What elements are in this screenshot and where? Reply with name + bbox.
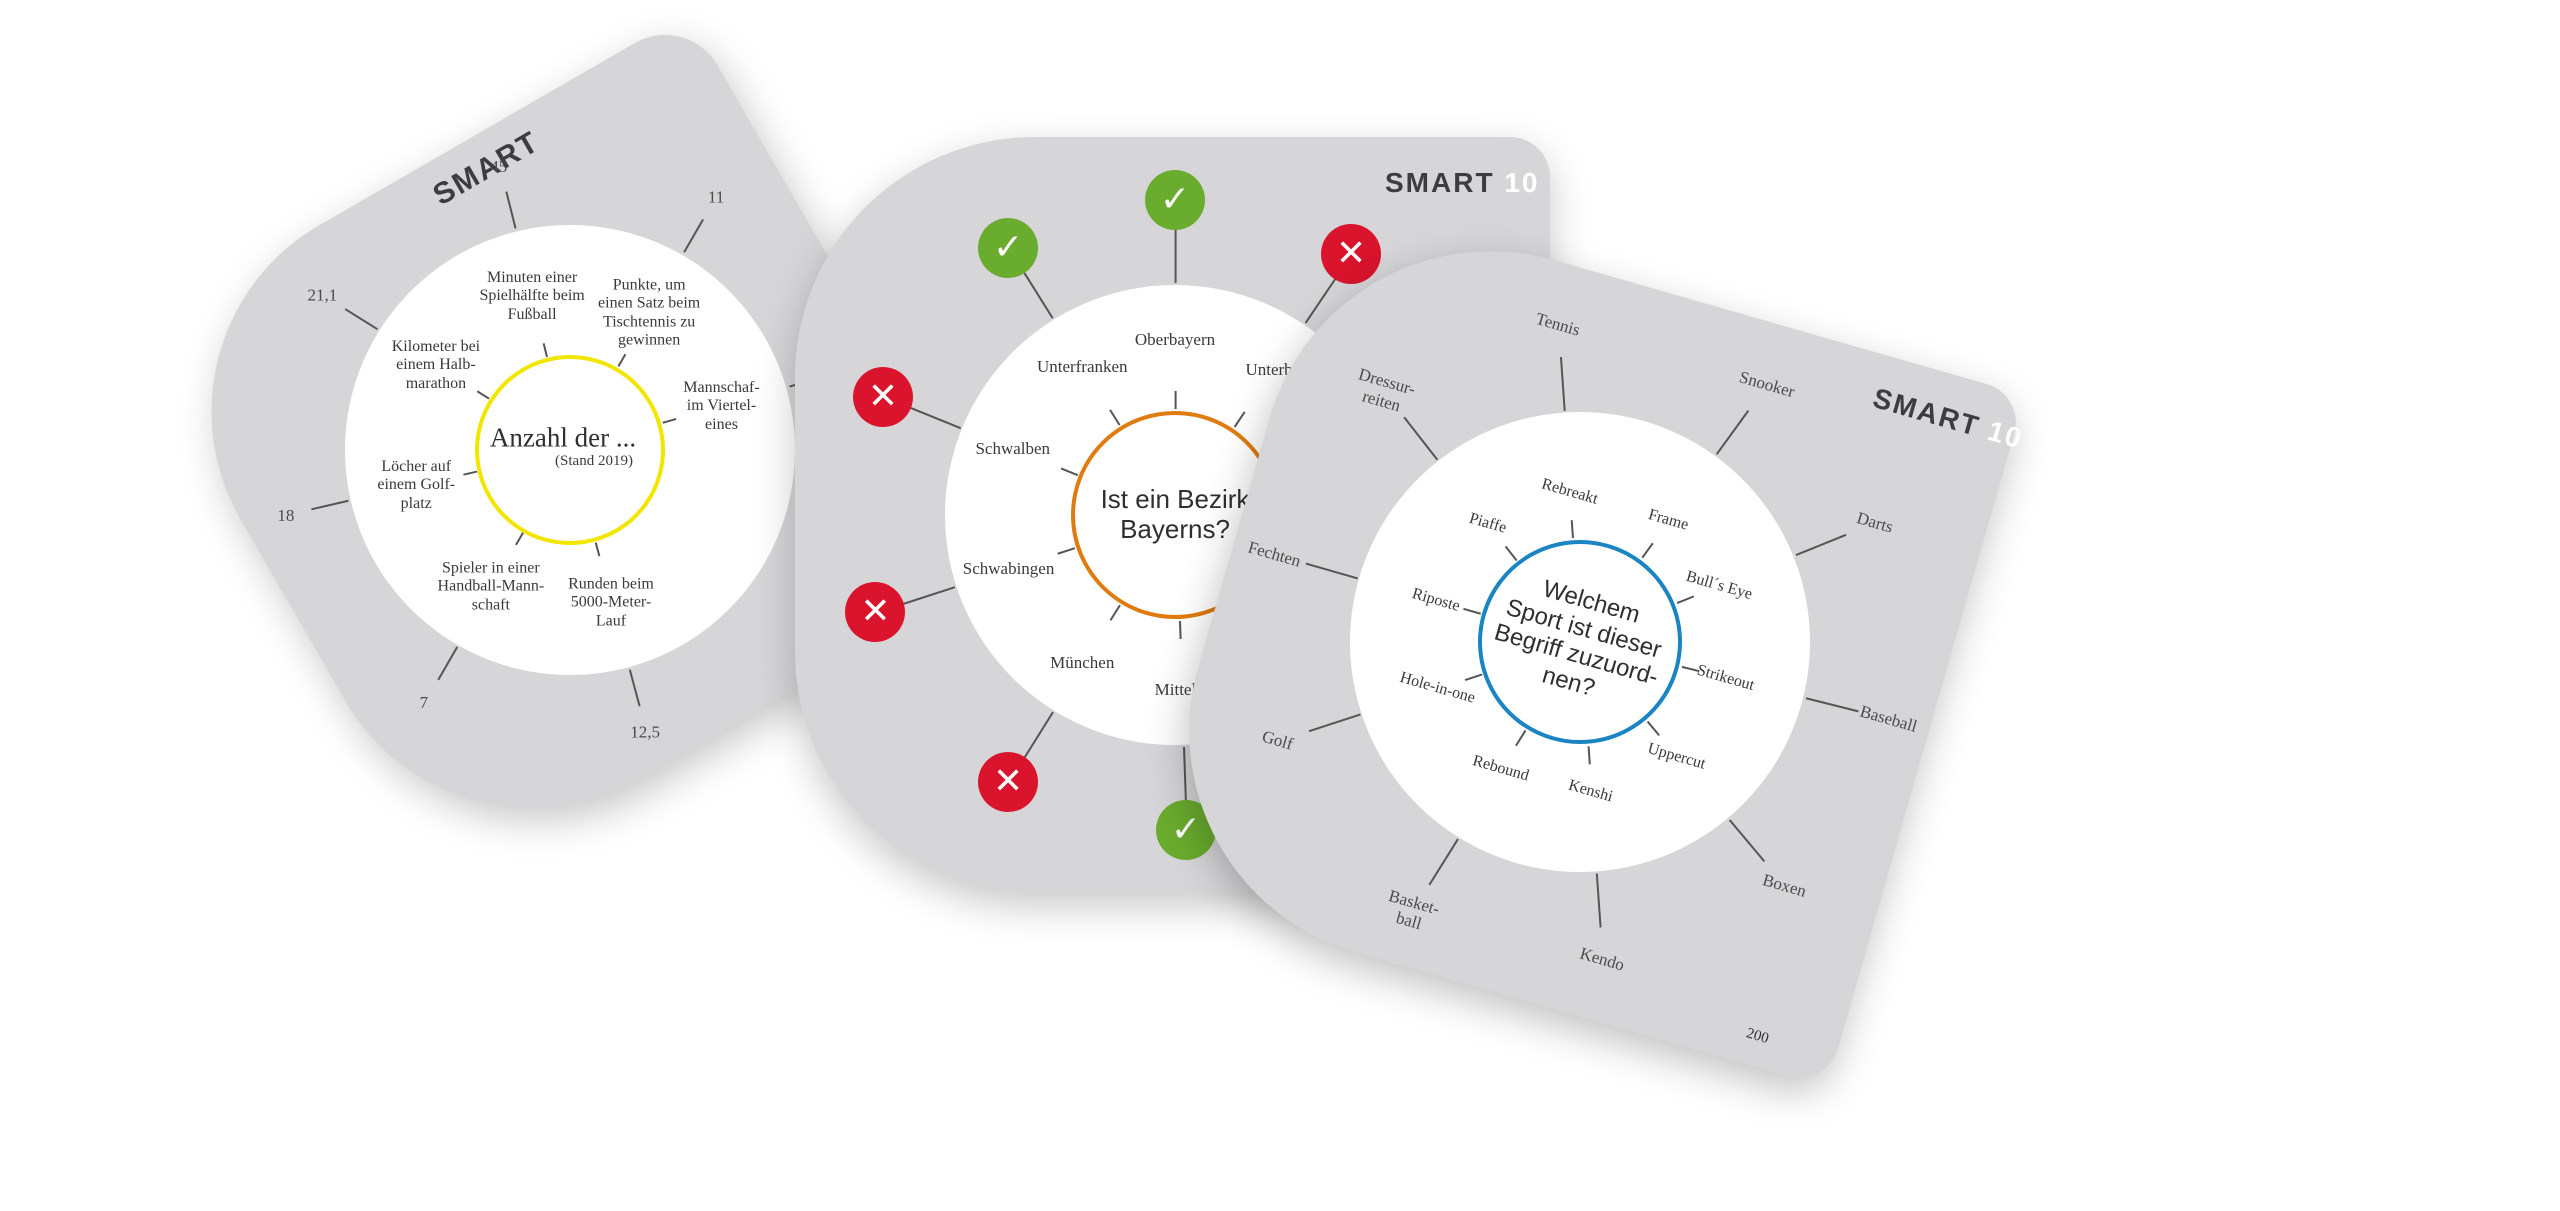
- card-left-answer: Löcher auf einem Golf- platz: [377, 457, 455, 512]
- cross-icon: ✕: [1321, 223, 1382, 284]
- card-left-solution: 12,5: [630, 722, 661, 742]
- card-middle-answer: Unterfranken: [1036, 356, 1128, 376]
- card-left-solution: 18: [276, 505, 294, 525]
- card-left-question: Anzahl der ...: [489, 422, 637, 453]
- card-left-answer: Punkte, um einen Satz beim Tischtennis z…: [597, 276, 701, 349]
- cross-icon: ✕: [845, 582, 906, 643]
- card-middle-inner-tick: [1175, 391, 1177, 409]
- card-middle-answer: Schwalben: [975, 439, 1051, 459]
- card-left-solution: 45: [490, 156, 508, 176]
- checkmark-icon: ✓: [978, 217, 1039, 278]
- card-middle-question: Ist ein Bezirk Bayerns?: [1100, 484, 1250, 544]
- cross-icon: ✕: [978, 752, 1039, 813]
- checkmark-icon: ✓: [1145, 170, 1205, 230]
- card-left-answer: Kilometer bei einem Halb- marathon: [391, 338, 481, 393]
- card-middle-outer-tick: [1175, 225, 1177, 283]
- card-middle-answer: Oberbayern: [1134, 330, 1216, 350]
- card-middle-logo-number: 10: [1504, 167, 1540, 198]
- card-left-note: (Stand 2019): [555, 452, 633, 469]
- card-middle-logo: SMART 10: [1385, 167, 1540, 198]
- card-left-answer: Spieler in einer Handball-Mann- schaft: [437, 559, 545, 614]
- card-left-answer: Mannschaf- im Viertel- eines: [683, 378, 761, 433]
- card-left-solution: 7: [419, 693, 429, 713]
- card-middle-answer: Schwabingen: [962, 559, 1055, 579]
- card-middle-inner-tick: [1178, 620, 1181, 639]
- card-left-answer: Minuten einer Spielhälfte beim Fußball: [479, 269, 585, 323]
- card-left-solution: 21,1: [307, 285, 338, 305]
- cross-icon: ✕: [852, 366, 913, 427]
- card-middle-answer: München: [1050, 653, 1115, 673]
- card-left-answer: Runden beim 5000-Meter- Lauf: [567, 575, 654, 629]
- card-left-solution: 11: [707, 187, 725, 207]
